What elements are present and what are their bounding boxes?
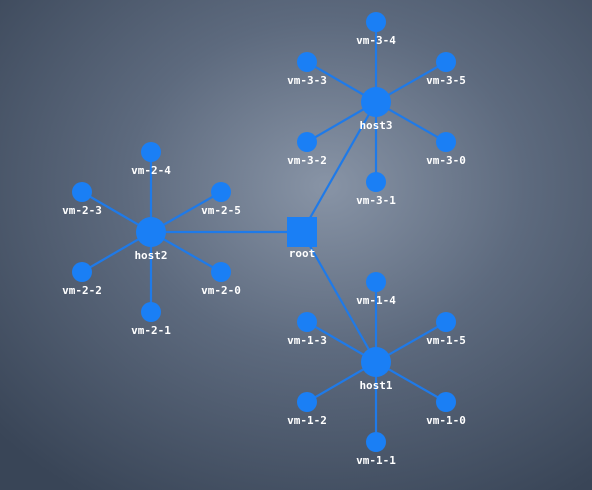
edge-root-to-host3 xyxy=(301,101,377,233)
node-label-vm-2-5: vm-2-5 xyxy=(201,204,241,217)
host-circle-icon[interactable] xyxy=(361,347,391,377)
vm-circle-icon[interactable] xyxy=(436,312,456,332)
node-label-vm-3-5: vm-3-5 xyxy=(426,74,466,87)
node-root[interactable]: root xyxy=(287,217,317,260)
node-vm-1-4[interactable]: vm-1-4 xyxy=(356,272,396,307)
vm-circle-icon[interactable] xyxy=(366,172,386,192)
node-label-vm-1-3: vm-1-3 xyxy=(287,334,327,347)
node-label-vm-3-1: vm-3-1 xyxy=(356,194,396,207)
vm-circle-icon[interactable] xyxy=(297,132,317,152)
vm-circle-icon[interactable] xyxy=(436,52,456,72)
node-label-vm-2-2: vm-2-2 xyxy=(62,284,102,297)
edge-root-to-host1 xyxy=(301,231,377,363)
vm-circle-icon[interactable] xyxy=(141,302,161,322)
node-vm-3-0[interactable]: vm-3-0 xyxy=(426,132,466,167)
node-host3[interactable]: host3 xyxy=(359,87,393,132)
vm-circle-icon[interactable] xyxy=(72,262,92,282)
node-label-vm-1-0: vm-1-0 xyxy=(426,414,466,427)
node-label-vm-2-1: vm-2-1 xyxy=(131,324,171,337)
node-label-root: root xyxy=(289,247,316,260)
node-vm-2-3[interactable]: vm-2-3 xyxy=(62,182,102,217)
vm-circle-icon[interactable] xyxy=(436,392,456,412)
node-host2[interactable]: host2 xyxy=(134,217,168,262)
node-label-host2: host2 xyxy=(134,249,167,262)
node-host1[interactable]: host1 xyxy=(359,347,393,392)
node-vm-3-4[interactable]: vm-3-4 xyxy=(356,12,396,47)
vm-circle-icon[interactable] xyxy=(72,182,92,202)
node-vm-1-3[interactable]: vm-1-3 xyxy=(287,312,327,347)
node-vm-2-5[interactable]: vm-2-5 xyxy=(201,182,241,217)
vm-circle-icon[interactable] xyxy=(297,312,317,332)
node-vm-3-1[interactable]: vm-3-1 xyxy=(356,172,396,207)
host-circle-icon[interactable] xyxy=(136,217,166,247)
node-vm-2-4[interactable]: vm-2-4 xyxy=(131,142,171,177)
node-label-vm-3-3: vm-3-3 xyxy=(287,74,327,87)
node-vm-1-5[interactable]: vm-1-5 xyxy=(426,312,466,347)
vm-circle-icon[interactable] xyxy=(297,392,317,412)
node-label-host1: host1 xyxy=(359,379,392,392)
node-label-vm-2-4: vm-2-4 xyxy=(131,164,171,177)
host-circle-icon[interactable] xyxy=(361,87,391,117)
root-square-icon[interactable] xyxy=(287,217,317,247)
node-vm-3-3[interactable]: vm-3-3 xyxy=(287,52,327,87)
node-vm-3-5[interactable]: vm-3-5 xyxy=(426,52,466,87)
node-vm-2-1[interactable]: vm-2-1 xyxy=(131,302,171,337)
node-label-vm-3-4: vm-3-4 xyxy=(356,34,396,47)
node-vm-2-0[interactable]: vm-2-0 xyxy=(201,262,241,297)
vm-circle-icon[interactable] xyxy=(297,52,317,72)
node-label-vm-2-3: vm-2-3 xyxy=(62,204,102,217)
node-label-vm-1-2: vm-1-2 xyxy=(287,414,327,427)
node-label-vm-2-0: vm-2-0 xyxy=(201,284,241,297)
vm-circle-icon[interactable] xyxy=(366,12,386,32)
node-label-vm-3-2: vm-3-2 xyxy=(287,154,327,167)
node-vm-2-2[interactable]: vm-2-2 xyxy=(62,262,102,297)
vm-circle-icon[interactable] xyxy=(436,132,456,152)
vm-circle-icon[interactable] xyxy=(211,262,231,282)
node-label-vm-1-5: vm-1-5 xyxy=(426,334,466,347)
node-label-vm-1-1: vm-1-1 xyxy=(356,454,396,467)
node-vm-1-0[interactable]: vm-1-0 xyxy=(426,392,466,427)
node-label-vm-1-4: vm-1-4 xyxy=(356,294,396,307)
vm-circle-icon[interactable] xyxy=(366,272,386,292)
vm-circle-icon[interactable] xyxy=(366,432,386,452)
node-label-host3: host3 xyxy=(359,119,392,132)
node-vm-1-1[interactable]: vm-1-1 xyxy=(356,432,396,467)
vm-circle-icon[interactable] xyxy=(211,182,231,202)
node-vm-3-2[interactable]: vm-3-2 xyxy=(287,132,327,167)
nodes-layer: root host1 host2 host3 vm-1-0 vm-1-1 vm-1-2 vm-… xyxy=(62,12,466,467)
node-vm-1-2[interactable]: vm-1-2 xyxy=(287,392,327,427)
vm-circle-icon[interactable] xyxy=(141,142,161,162)
node-label-vm-3-0: vm-3-0 xyxy=(426,154,466,167)
